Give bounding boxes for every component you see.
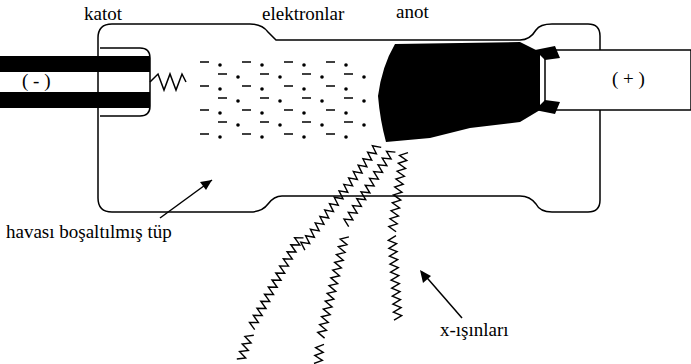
anode-lead (545, 50, 691, 110)
part-label: x-ışınları (440, 320, 509, 341)
filament (150, 74, 186, 90)
cathode-lead-bottom (0, 92, 150, 108)
part-label: havası boşaltılmış tüp (6, 222, 172, 243)
leader-arrowhead (420, 270, 431, 283)
cathode-lead-top (0, 56, 150, 72)
part-label: anot (396, 2, 429, 23)
anode-target (378, 42, 540, 142)
tube-envelope (98, 24, 600, 212)
x-ray-waves (237, 146, 408, 364)
part-label: elektronlar (262, 4, 344, 25)
polarity-label: ( + ) (612, 69, 645, 90)
cathode-cup (100, 48, 150, 116)
leader-line (160, 180, 212, 218)
electron-stream (200, 62, 366, 139)
anode-clamp (535, 46, 560, 114)
polarity-label: ( - ) (22, 71, 50, 92)
leader-line (422, 272, 462, 318)
part-label: katot (84, 4, 122, 25)
leader-arrowhead (200, 180, 212, 190)
